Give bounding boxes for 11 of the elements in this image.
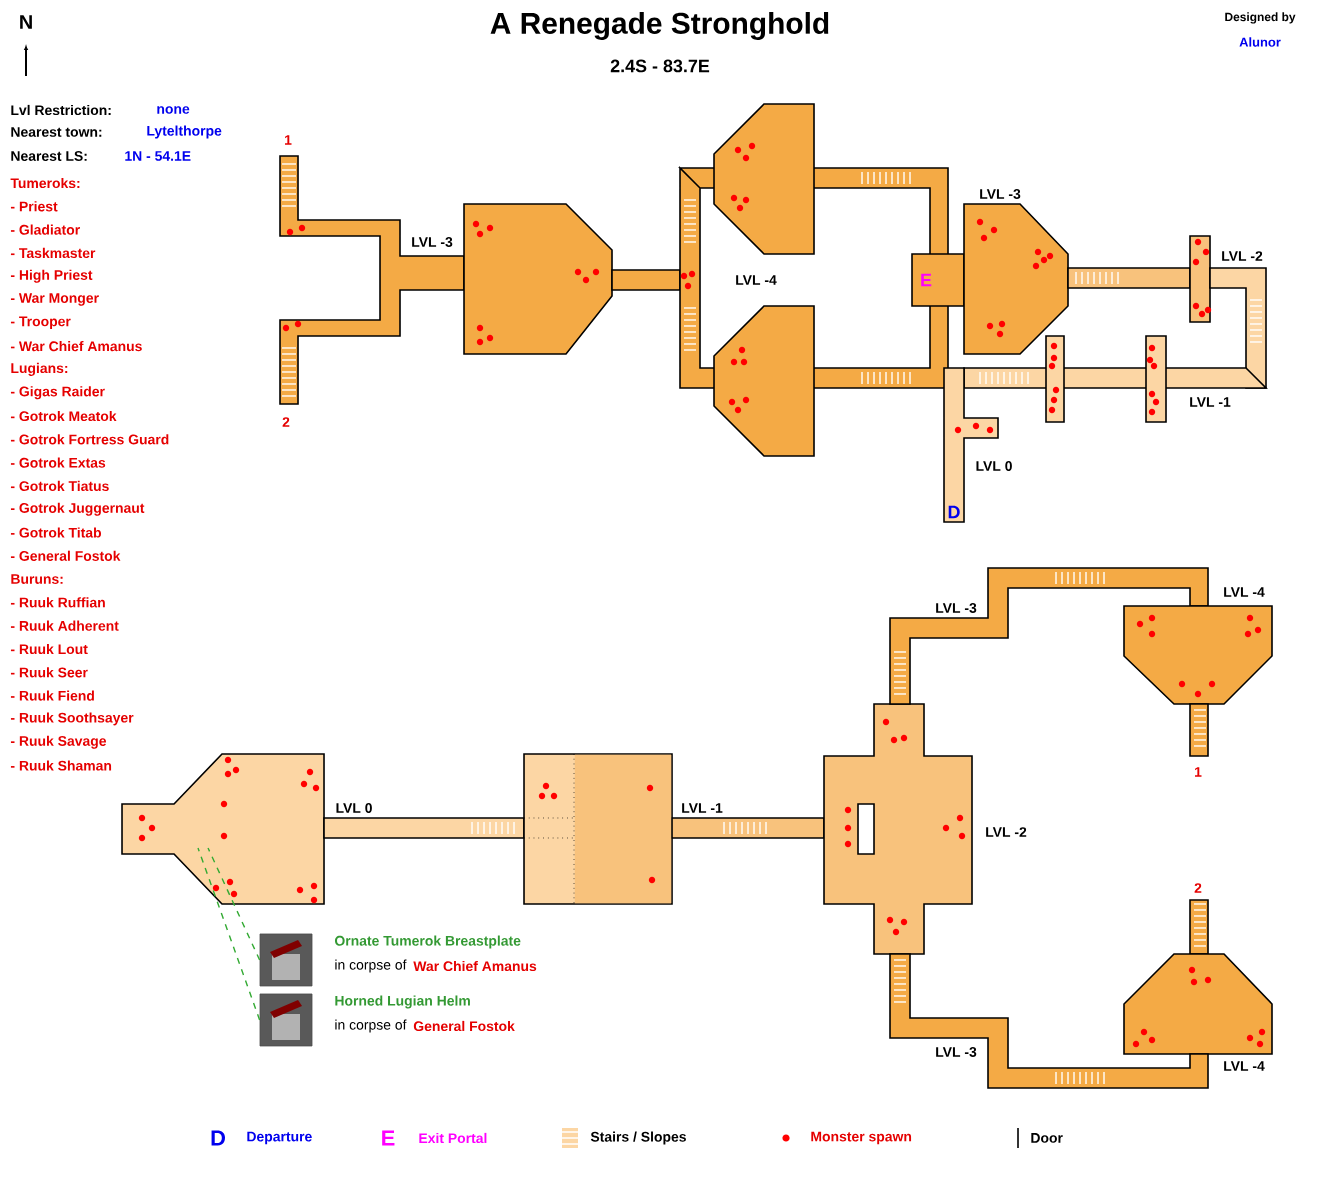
- compass-letter: N: [20, 15, 32, 29]
- leader-line: [207, 847, 261, 961]
- legend-symbol: E: [382, 1130, 395, 1146]
- coordinates: 2.4S - 83.7E: [610, 59, 710, 73]
- map-marker: E: [921, 273, 932, 287]
- legend-symbol: D: [211, 1130, 225, 1146]
- item-picture: [259, 993, 313, 1047]
- leader-line: [197, 847, 261, 1021]
- title: A Renegade Stronghold: [490, 12, 829, 40]
- map-marker: D: [948, 505, 960, 519]
- item-picture: [259, 933, 313, 987]
